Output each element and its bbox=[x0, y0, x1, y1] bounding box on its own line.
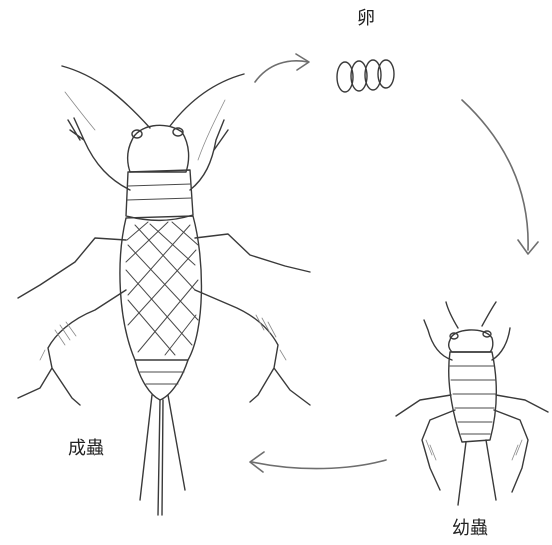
nymph-left-foreleg bbox=[424, 320, 452, 360]
adult-left-foreleg bbox=[68, 118, 130, 190]
arrow-adult-to-egg bbox=[255, 61, 308, 82]
adult-right-midleg bbox=[195, 234, 310, 272]
egg-stage-label: 卵 bbox=[357, 10, 375, 28]
adult-wing-netting bbox=[126, 222, 198, 355]
adult-left-hindleg bbox=[18, 290, 126, 405]
adult-right-cercus bbox=[168, 395, 185, 490]
adult-left-eye bbox=[132, 130, 142, 138]
nymph-right-cercus bbox=[486, 440, 496, 500]
adult-left-cercus bbox=[140, 395, 152, 500]
adult-center-ovipositor bbox=[158, 400, 163, 515]
adult-abdomen-tip bbox=[135, 360, 188, 400]
egg-cluster-drawing bbox=[337, 60, 394, 92]
adult-right-hindleg bbox=[195, 290, 310, 405]
adult-left-midleg bbox=[18, 238, 126, 298]
adult-pronotum bbox=[126, 170, 193, 220]
nymph-right-hindleg bbox=[494, 410, 528, 492]
adult-left-antenna bbox=[62, 66, 150, 128]
adult-right-foreleg bbox=[190, 120, 228, 190]
nymph-right-antenna bbox=[482, 302, 496, 326]
nymph-right-midleg bbox=[496, 395, 548, 412]
arrow-egg-to-nymph bbox=[462, 100, 528, 250]
arrow-nymph-to-adult bbox=[252, 460, 386, 469]
nymph-stage-label: 幼蟲 bbox=[452, 520, 488, 538]
nymph-left-hindleg bbox=[422, 410, 455, 490]
adult-cricket-drawing bbox=[18, 66, 310, 515]
adult-right-antenna bbox=[170, 74, 244, 126]
adult-stage-label: 成蟲 bbox=[68, 440, 104, 458]
cycle-arrows bbox=[250, 54, 538, 472]
nymph-right-foreleg bbox=[492, 328, 510, 360]
nymph-leg-shading bbox=[426, 440, 522, 460]
nymph-left-antenna bbox=[446, 302, 458, 328]
nymph-cricket-drawing bbox=[396, 302, 548, 505]
adult-head bbox=[128, 125, 189, 172]
nymph-left-midleg bbox=[396, 395, 451, 416]
nymph-left-cercus bbox=[458, 442, 466, 505]
